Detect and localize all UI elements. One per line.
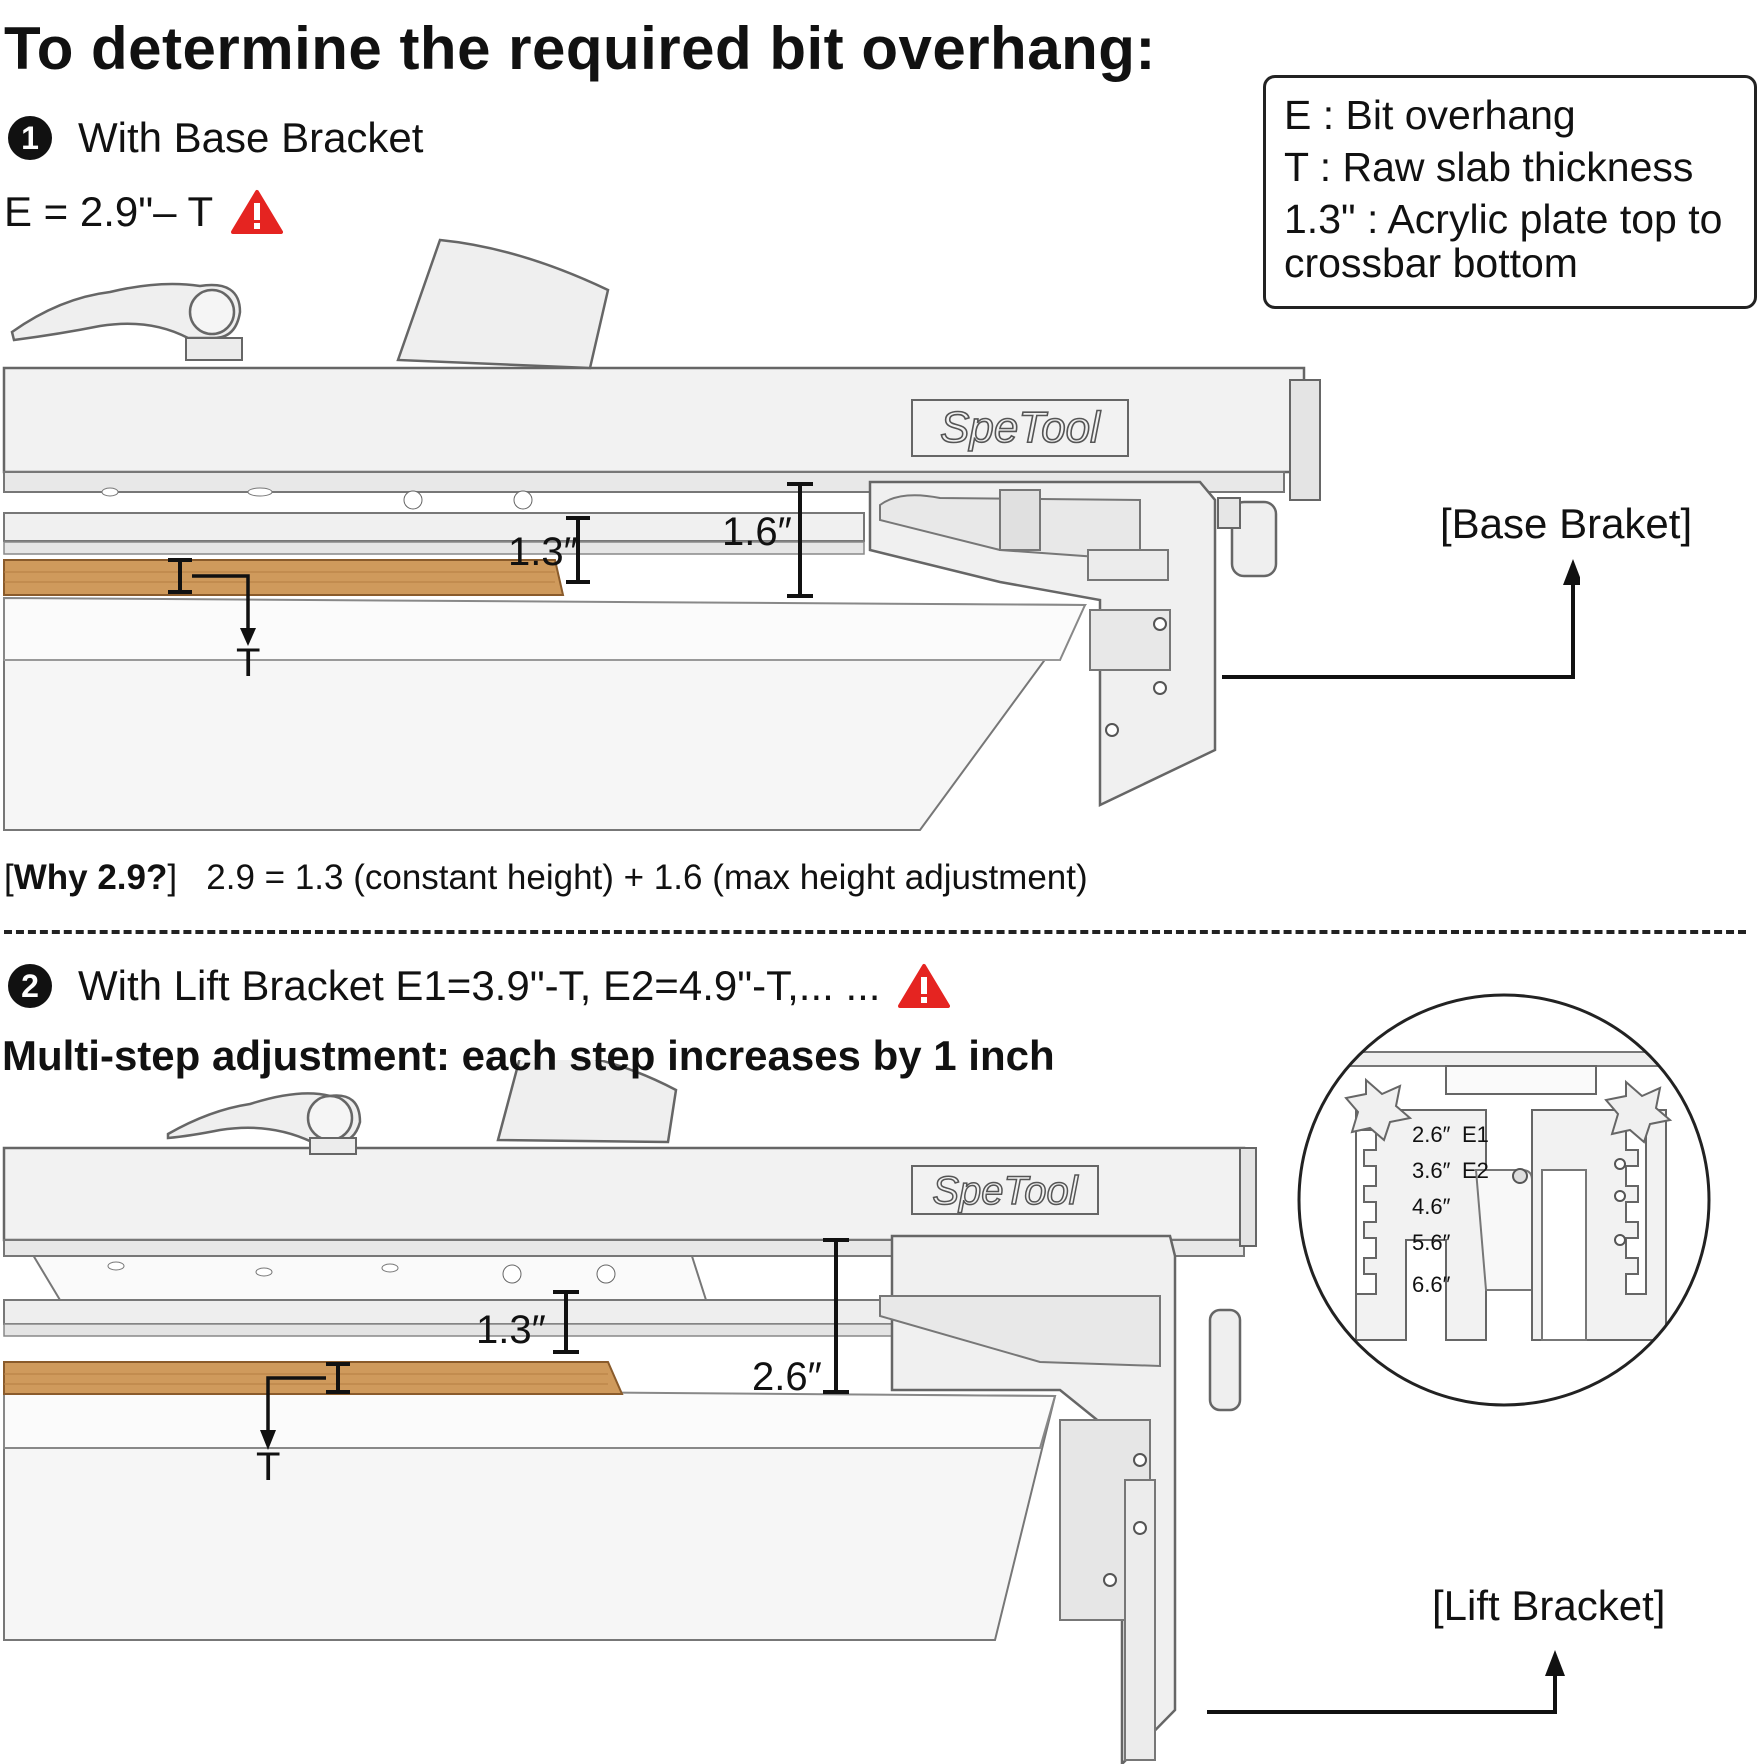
multi-step-subtitle: Multi-step adjustment: each step increas… xyxy=(2,1032,1055,1079)
formula-1-text: E = 2.9"– T xyxy=(4,188,214,235)
crossbar xyxy=(3,512,865,542)
why-explanation: [Why 2.9?] 2.9 = 1.3 (constant height) +… xyxy=(4,858,1088,898)
why-heading: Why 2.9? xyxy=(13,858,168,897)
legend-box: E : Bit overhang T : Raw slab thickness … xyxy=(1263,75,1757,309)
legend-13-line2: crossbar bottom xyxy=(1284,240,1578,286)
dim-16-label: 1.6″ xyxy=(722,510,792,554)
section-2-label: With Lift Bracket E1=3.9"-T, E2=4.9"-T,.… xyxy=(78,962,881,1009)
inset-e1: E1 xyxy=(1462,1122,1489,1147)
step-1-badge: 1 xyxy=(8,116,52,160)
slab-top xyxy=(3,596,1087,661)
base-bracket-diagram: SpeTool 1.3″ 1.6″ T xyxy=(2,238,1321,831)
lift-bracket-callout: [Lift Bracket] xyxy=(1432,1582,1666,1629)
section-1-heading: 1 With Base Bracket xyxy=(8,114,423,162)
lift-bracket-arrow xyxy=(1207,1650,1565,1714)
why-close-bracket: ] xyxy=(167,858,178,897)
step-2-badge: 2 xyxy=(8,964,52,1008)
section-divider xyxy=(4,930,1746,934)
brand-logo-2: SpeTool xyxy=(932,1169,1078,1213)
t-label-1: T xyxy=(236,641,260,685)
t-label-2: T xyxy=(256,1445,280,1489)
star-knob-left-icon xyxy=(1344,1077,1413,1142)
inset-e2: E2 xyxy=(1462,1158,1489,1183)
brand-badge-1 xyxy=(911,399,1129,457)
formula-1: E = 2.9"– T xyxy=(4,188,284,236)
inset-step-3: 5.6″ xyxy=(1412,1230,1451,1255)
lift-bracket-inset: 2.6″ E1 3.6″ E2 4.6″ 5.6″ 6.6″ xyxy=(1297,993,1711,1407)
knob-2 xyxy=(1208,1308,1242,1412)
section-2-heading: 2 With Lift Bracket E1=3.9"-T, E2=4.9"-T… xyxy=(8,962,951,1010)
lift-bracket-diagram: SpeTool 1.3″ 2.6″ T xyxy=(2,1060,1257,1764)
dust-hood xyxy=(396,238,610,370)
page-title: To determine the required bit overhang: xyxy=(4,15,1156,82)
wood-slab xyxy=(3,559,565,596)
lift-bracket xyxy=(890,1234,1177,1764)
why-formula: 2.9 = 1.3 (constant height) + 1.6 (max h… xyxy=(206,858,1088,897)
dim-13-label-2: 1.3″ xyxy=(476,1308,546,1352)
inset-step-4: 6.6″ xyxy=(1412,1272,1451,1297)
star-knob-right-icon xyxy=(1604,1079,1673,1144)
warning-icon-2 xyxy=(898,964,951,1008)
warning-icon xyxy=(231,190,284,234)
legend-13-line1: 1.3" : Acrylic plate top to xyxy=(1284,196,1723,242)
brand-badge-2 xyxy=(911,1165,1099,1215)
dim-26-label: 2.6″ xyxy=(752,1355,822,1399)
inset-step-1: 3.6″ xyxy=(1412,1158,1451,1183)
base-bracket-arrow xyxy=(1222,559,1580,679)
knob xyxy=(1230,500,1278,578)
base-bracket-callout: [Base Braket] xyxy=(1440,500,1693,547)
inset-step-2: 4.6″ xyxy=(1412,1194,1451,1219)
legend-e: E : Bit overhang xyxy=(1284,92,1576,138)
legend-t: T : Raw slab thickness xyxy=(1284,144,1694,190)
brand-logo-1: SpeTool xyxy=(940,403,1101,452)
dim-13-label-1: 1.3″ xyxy=(508,530,578,574)
section-1-label: With Base Bracket xyxy=(78,114,424,161)
quick-release-lever xyxy=(10,282,242,342)
inset-step-0: 2.6″ xyxy=(1412,1122,1451,1147)
why-open-bracket: [ xyxy=(4,858,14,897)
